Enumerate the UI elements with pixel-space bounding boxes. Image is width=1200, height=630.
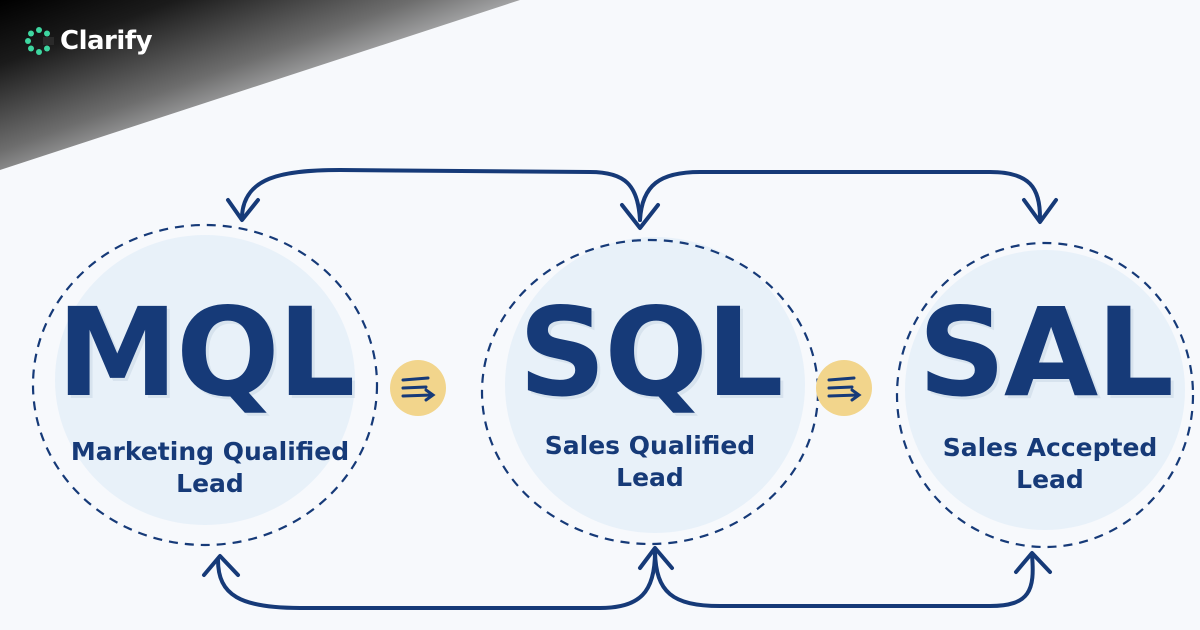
sal-fullname-line2: Lead [1016,465,1084,494]
sql-fullname-line1: Sales Qualified [544,431,756,460]
sal-acronym: SAL [917,282,1174,424]
arrowhead-sal-top [1022,198,1058,224]
clarify-logo-icon [25,27,54,55]
sql-fullname: Sales Qualified Lead [500,430,800,494]
arrowhead-sql-top [620,203,660,230]
connector-badge-2 [816,360,872,416]
wash-shapes [55,235,1185,533]
document-handoff-icon [401,376,436,402]
arrowhead-mql-bottom [202,554,240,577]
top-arrow-sql-sal [638,170,1042,222]
bottom-arrow-sql-sal [653,550,1035,608]
connector-badge-1 [390,360,446,416]
sal-fullname-line1: Sales Accepted [942,433,1158,462]
top-arrow-mql-sql [240,168,642,222]
mql-fullname: Marketing Qualified Lead [55,436,365,500]
brand[interactable]: Clarify [24,26,153,56]
brand-name: Clarify [60,26,153,56]
mql-acronym: MQL [56,282,356,424]
sal-dashed-circle [895,241,1195,549]
mql-fullname-line2: Lead [176,469,244,498]
sql-fullname-line2: Lead [616,463,684,492]
document-handoff-icon [827,376,862,402]
arrowhead-sal-bottom [1014,551,1052,574]
mql-dashed-circle [31,223,379,547]
sql-acronym: SQL [518,282,783,424]
arrowhead-mql-top [226,198,260,222]
mql-fullname-line1: Marketing Qualified [70,437,350,466]
sal-fullname: Sales Accepted Lead [905,432,1195,496]
bottom-arrow-mql-sql [216,550,657,610]
arrowhead-sql-bottom [638,546,674,570]
